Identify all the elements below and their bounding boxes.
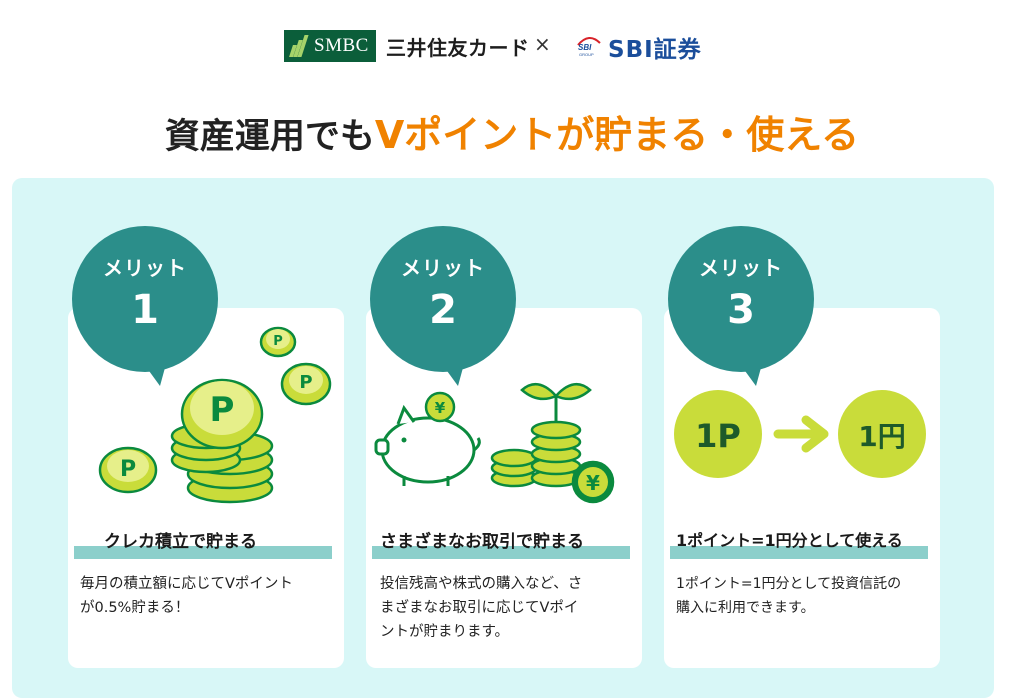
- merit-2-title: さまざまなお取引で貯まる: [380, 532, 584, 552]
- merit-1-bubble: メリット 1: [72, 226, 218, 372]
- merit-3-number: 3: [727, 287, 755, 333]
- merit-3-label: メリット: [699, 256, 783, 280]
- merit-2-desc-line: ントが貯まります。: [380, 624, 510, 640]
- merit-2-label: メリット: [401, 256, 485, 280]
- merit-3-bubble: メリット 3: [668, 226, 814, 372]
- svg-text:GROUP: GROUP: [579, 52, 594, 57]
- smbc-leaf-icon: [289, 35, 309, 57]
- headline-prefix: 資産運用でも: [164, 117, 375, 157]
- merit-1-number: 1: [131, 287, 159, 333]
- merit-card-3: [664, 308, 940, 668]
- merit-1-desc-line: 毎月の積立額に応じてVポイント: [80, 576, 293, 592]
- merit-2-desc-line: まざまなお取引に応じてVポイ: [380, 600, 579, 616]
- merit-3-title: 1ポイント=1円分として使える: [676, 531, 903, 550]
- page-headline: 資産運用でもVポイントが貯まる・使える: [0, 104, 1024, 159]
- merit-2-description: 投信残高や株式の購入など、さ まざまなお取引に応じてVポイ ントが貯まります。: [380, 572, 638, 644]
- merit-2-number: 2: [429, 287, 457, 333]
- merit-2-title-underline: [372, 546, 630, 559]
- merit-3-description: 1ポイント=1円分として投資信託の 購入に利用できます。: [676, 572, 938, 620]
- merit-2-bubble: メリット 2: [370, 226, 516, 372]
- merit-3-title-underline: [670, 546, 928, 559]
- smbc-logo: SMBC: [284, 30, 376, 62]
- sbi-group-mark-icon: SBI GROUP: [577, 37, 601, 57]
- smbc-logo-text: SMBC: [314, 35, 369, 56]
- merit-2-desc-line: 投信残高や株式の購入など、さ: [380, 576, 583, 592]
- merit-3-desc-line: 購入に利用できます。: [676, 600, 815, 616]
- merit-1-title: クレカ積立で貯まる: [104, 532, 257, 552]
- sbi-securities-logo-text: SBI証券: [608, 37, 702, 63]
- merit-1-title-underline: [74, 546, 332, 559]
- merit-1-description: 毎月の積立額に応じてVポイント が0.5%貯まる！: [80, 572, 338, 620]
- mitsui-sumitomo-card-text: 三井住友カード: [386, 36, 530, 60]
- headline-highlight: Vポイントが貯まる・使える: [374, 113, 860, 157]
- brand-logos: SMBC 三井住友カード × SBI GROUP SBI証券: [0, 26, 1024, 66]
- svg-text:SBI: SBI: [578, 43, 592, 52]
- merit-1-label: メリット: [103, 256, 187, 280]
- merit-1-desc-line: が0.5%貯まる！: [80, 600, 190, 616]
- collab-cross: ×: [534, 32, 551, 56]
- merit-3-desc-line: 1ポイント=1円分として投資信託の: [676, 576, 902, 592]
